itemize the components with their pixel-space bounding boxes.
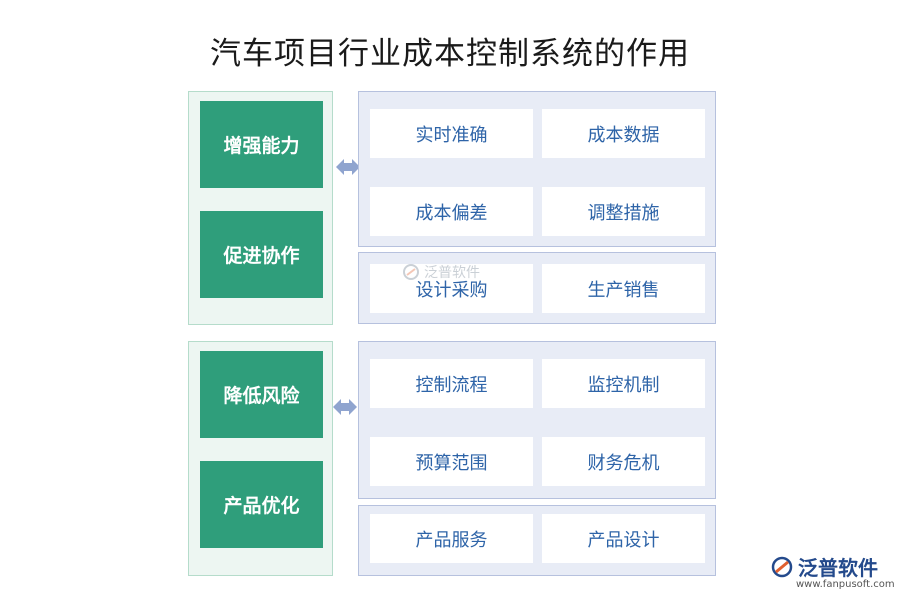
left-box-2: 促进协作 [200, 211, 323, 298]
cell-item: 设计采购 [370, 264, 533, 313]
right-panel-group-2-bottom: 产品服务 产品设计 [358, 505, 716, 576]
diagram-title: 汽车项目行业成本控制系统的作用 [210, 36, 690, 72]
logo-name: 泛普软件 [798, 556, 878, 580]
cell-item: 产品设计 [542, 514, 705, 563]
left-panel-group-2: 降低风险 产品优化 [188, 341, 333, 576]
cell-item: 调整措施 [542, 187, 705, 236]
cell-item: 成本偏差 [370, 187, 533, 236]
right-panel-group-1-top: 实时准确 成本数据 成本偏差 调整措施 [358, 91, 716, 247]
left-panel-group-1: 增强能力 促进协作 [188, 91, 333, 325]
cell-item: 财务危机 [542, 437, 705, 486]
watermark: 泛普软件 [402, 262, 480, 282]
cell-item: 控制流程 [370, 359, 533, 408]
cell-item: 实时准确 [370, 109, 533, 158]
cell-item: 生产销售 [542, 264, 705, 313]
cell-item: 产品服务 [370, 514, 533, 563]
left-box-3: 降低风险 [200, 351, 323, 438]
cell-item: 成本数据 [542, 109, 705, 158]
right-panel-group-2-top: 控制流程 监控机制 预算范围 财务危机 [358, 341, 716, 499]
right-panel-group-1-bottom: 设计采购 生产销售 [358, 252, 716, 324]
left-box-1: 增强能力 [200, 101, 323, 188]
brand-logo: 泛普软件 [770, 552, 878, 581]
logo-mark-icon [771, 556, 793, 577]
double-arrow-icon [336, 159, 360, 175]
cell-item: 预算范围 [370, 437, 533, 486]
double-arrow-icon [333, 399, 357, 415]
logo-mark-icon [403, 264, 419, 280]
cell-item: 监控机制 [542, 359, 705, 408]
left-box-4: 产品优化 [200, 461, 323, 548]
watermark-text: 泛普软件 [424, 265, 480, 281]
logo-url: www.fanpusoft.com [796, 579, 895, 590]
